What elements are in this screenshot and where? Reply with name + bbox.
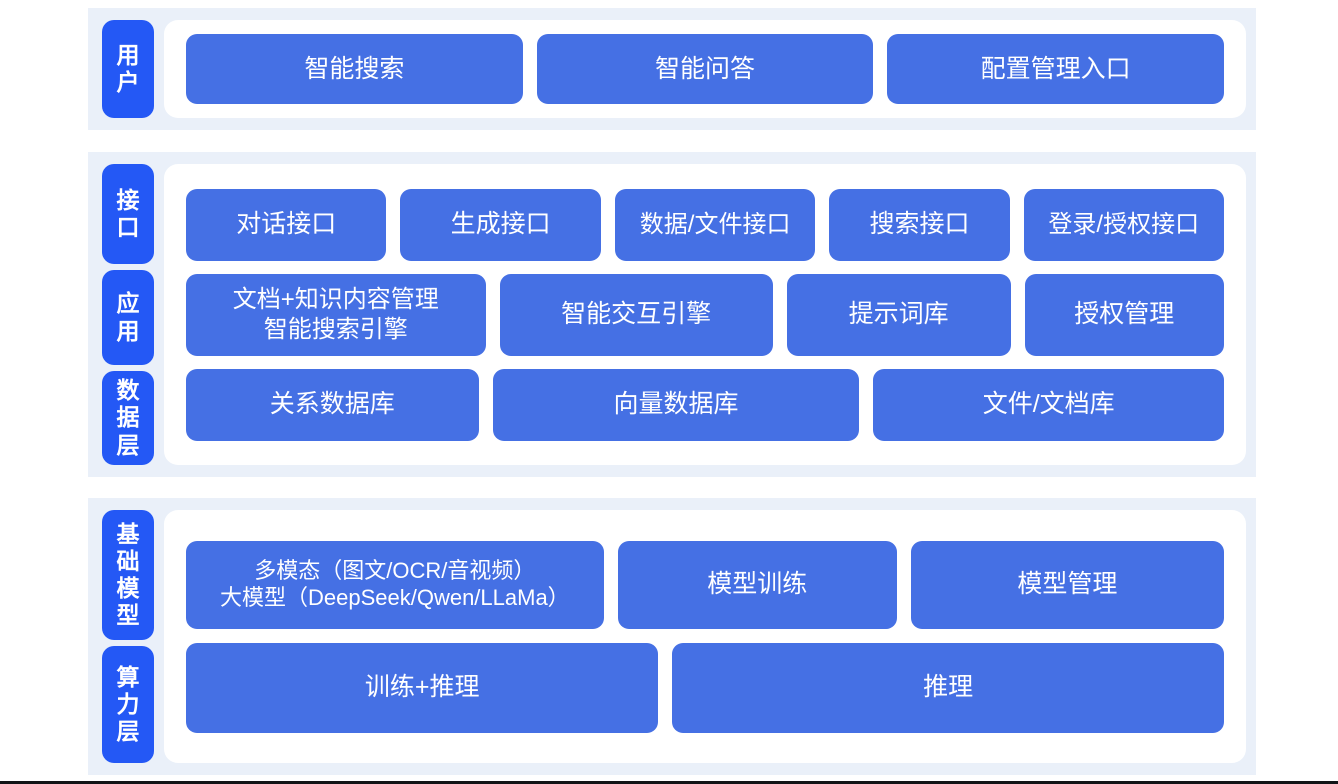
section-users: 用户 智能搜索 智能问答 配置管理入口 (88, 8, 1256, 130)
panel-middle: 对话接口 生成接口 数据/文件接口 搜索接口 登录/授权接口 文档+知识内容管理… (164, 164, 1246, 465)
layer-label-compute[interactable]: 算力层 (102, 646, 154, 763)
card-training-inference[interactable]: 训练+推理 (186, 642, 659, 733)
card-smart-interaction-engine[interactable]: 智能交互引擎 (499, 273, 773, 356)
row-model: 多模态（图文/OCR/音视频） 大模型（DeepSeek/Qwen/LLaMa）… (186, 540, 1224, 629)
layer-label-data[interactable]: 数据层 (102, 371, 154, 465)
layer-label-interface[interactable]: 接口 (102, 164, 154, 264)
card-inference[interactable]: 推理 (672, 642, 1224, 733)
row-application: 文档+知识内容管理 智能搜索引擎 智能交互引擎 提示词库 授权管理 (186, 273, 1224, 356)
card-login-auth-api[interactable]: 登录/授权接口 (1023, 188, 1224, 261)
card-multimodal-llm[interactable]: 多模态（图文/OCR/音视频） 大模型（DeepSeek/Qwen/LLaMa） (186, 540, 604, 629)
card-doc-knowledge-mgmt[interactable]: 文档+知识内容管理 智能搜索引擎 (186, 273, 486, 356)
card-vector-db[interactable]: 向量数据库 (492, 368, 860, 441)
card-smart-search[interactable]: 智能搜索 (186, 34, 523, 104)
layer-label-application-text: 应用 (116, 290, 140, 344)
card-search-api[interactable]: 搜索接口 (829, 188, 1010, 261)
section-infrastructure: 基础模型 算力层 多模态（图文/OCR/音视频） 大模型（DeepSeek/Qw… (88, 498, 1256, 775)
card-data-file-api[interactable]: 数据/文件接口 (614, 188, 816, 261)
panel-users: 智能搜索 智能问答 配置管理入口 (164, 20, 1246, 118)
card-config-entry[interactable]: 配置管理入口 (887, 34, 1225, 104)
layer-label-user-text: 用户 (116, 41, 140, 95)
row-interface: 对话接口 生成接口 数据/文件接口 搜索接口 登录/授权接口 (186, 188, 1224, 261)
row-user-entries: 智能搜索 智能问答 配置管理入口 (186, 34, 1225, 104)
card-model-management[interactable]: 模型管理 (910, 540, 1224, 629)
layer-label-interface-text: 接口 (116, 186, 140, 240)
section-middle: 接口 应用 数据层 对话接口 生成接口 数据/文件接口 搜索接口 登录/授权接口… (88, 152, 1256, 477)
card-model-training[interactable]: 模型训练 (617, 540, 897, 629)
layer-label-application[interactable]: 应用 (102, 270, 154, 365)
row-compute: 训练+推理 推理 (186, 642, 1224, 733)
layer-labels-middle: 接口 应用 数据层 (102, 164, 154, 465)
card-auth-management[interactable]: 授权管理 (1024, 273, 1224, 356)
row-data: 关系数据库 向量数据库 文件/文档库 (186, 368, 1225, 441)
layer-label-compute-text: 算力层 (116, 663, 140, 745)
panel-infrastructure: 多模态（图文/OCR/音视频） 大模型（DeepSeek/Qwen/LLaMa）… (164, 510, 1246, 763)
layer-labels-infrastructure: 基础模型 算力层 (102, 510, 154, 763)
layer-label-base-model[interactable]: 基础模型 (102, 510, 154, 640)
card-prompt-library[interactable]: 提示词库 (786, 273, 1011, 356)
card-dialog-api[interactable]: 对话接口 (186, 188, 387, 261)
layer-label-base-model-text: 基础模型 (116, 520, 140, 629)
layer-label-data-text: 数据层 (116, 377, 140, 458)
card-smart-qa[interactable]: 智能问答 (536, 34, 874, 104)
card-file-doc-store[interactable]: 文件/文档库 (873, 368, 1225, 441)
card-generate-api[interactable]: 生成接口 (400, 188, 601, 261)
card-relational-db[interactable]: 关系数据库 (186, 368, 479, 441)
layer-labels-users: 用户 (102, 20, 154, 118)
layer-label-user[interactable]: 用户 (102, 20, 154, 118)
bottom-rule (0, 781, 1338, 784)
